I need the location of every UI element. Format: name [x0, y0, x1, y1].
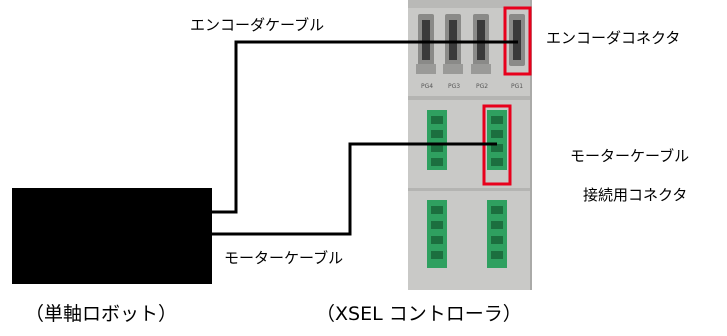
- single-axis-robot: [12, 188, 212, 284]
- motor-connector-bottom-right: [487, 200, 507, 268]
- port-label-pg2: PG2: [476, 83, 488, 90]
- port-label-pg1: PG1: [511, 83, 523, 90]
- controller-caption: （XSEL コントローラ）: [316, 303, 522, 325]
- port-label-pg4: PG4: [421, 83, 433, 90]
- encoder-port-pg1: [509, 14, 525, 66]
- robot-caption: （単軸ロボット）: [25, 303, 178, 325]
- encoder-cable: [212, 40, 518, 214]
- encoder-port-pg4: [416, 14, 436, 74]
- encoder-port-pg2: [471, 14, 491, 74]
- motor-cable: [212, 142, 497, 236]
- motor-cable-label: モーターケーブル: [224, 249, 344, 267]
- motor-connector-top-left: [427, 110, 447, 170]
- encoder-connector-label: エンコーダコネクタ: [546, 29, 681, 47]
- motor-connector-bottom-left: [427, 200, 447, 268]
- port-label-pg3: PG3: [448, 83, 460, 90]
- motor-cable-connector-label-line2: 接続用コネクタ: [583, 186, 688, 204]
- motor-connector-top-right: [487, 110, 507, 170]
- encoder-cable-label: エンコーダケーブル: [190, 16, 325, 34]
- motor-cable-connector-label-line1: モーターケーブル: [570, 147, 690, 165]
- encoder-port-pg3: [443, 14, 463, 74]
